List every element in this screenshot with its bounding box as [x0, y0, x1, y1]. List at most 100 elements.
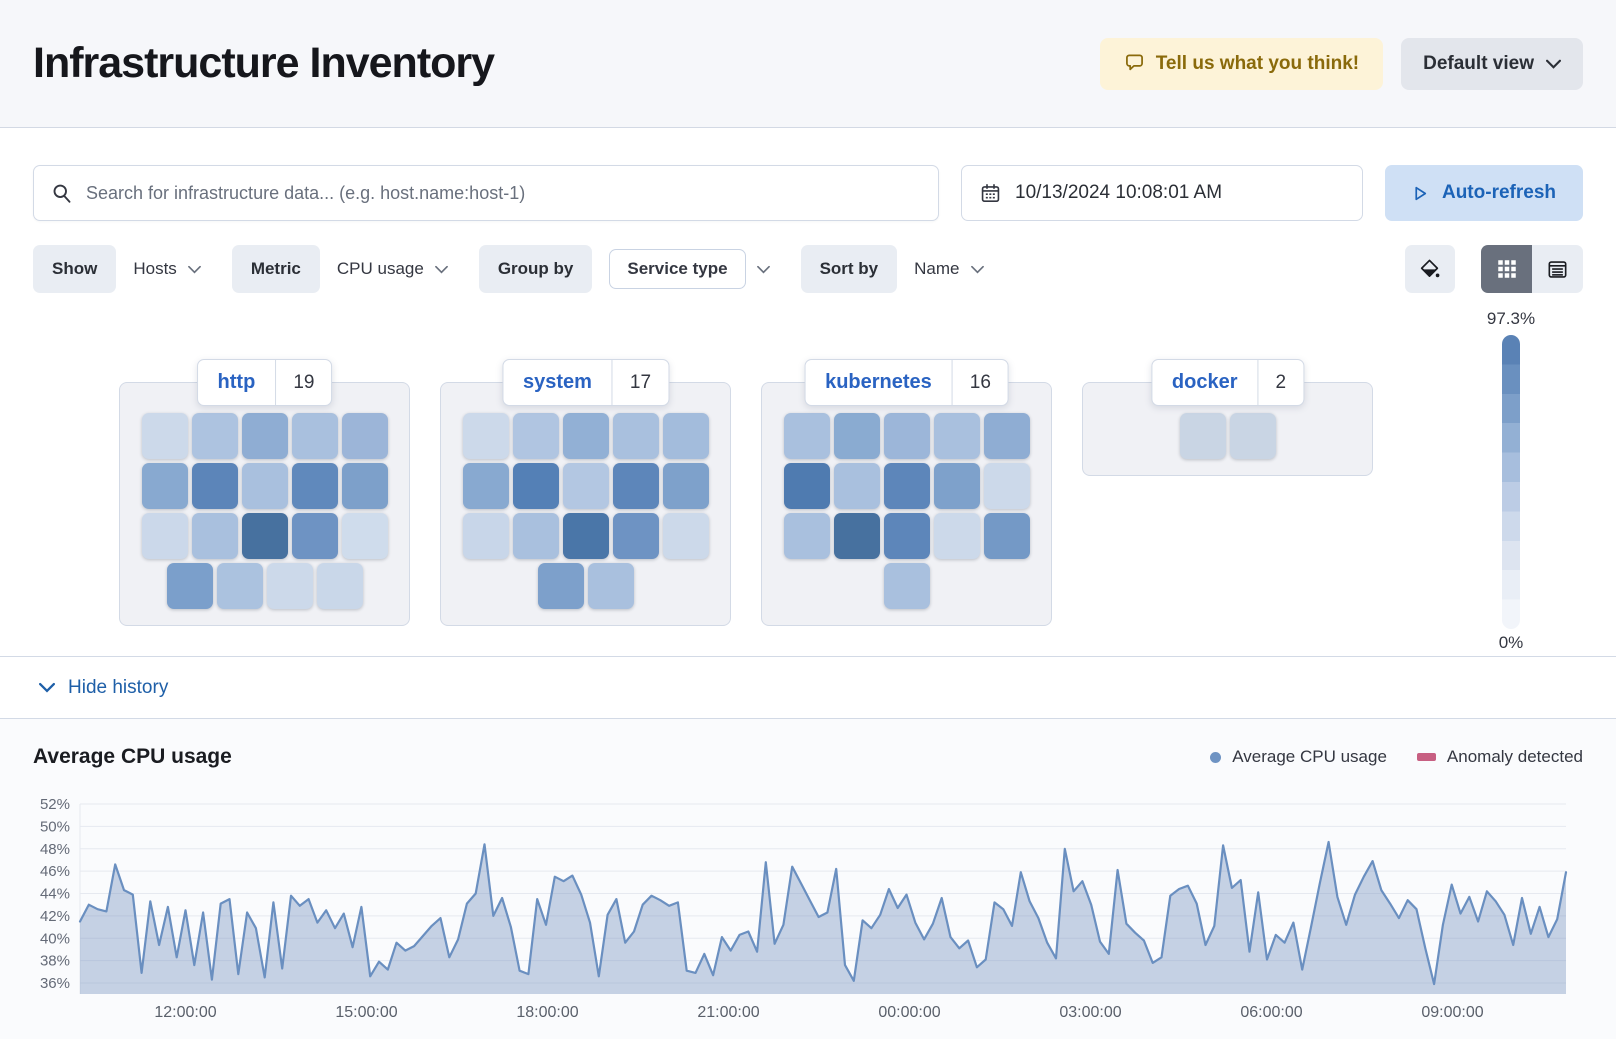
host-tile[interactable]	[833, 413, 880, 459]
host-tile[interactable]	[562, 413, 609, 459]
host-tile[interactable]	[983, 463, 1030, 509]
sort-by-control: Sort by Name	[800, 245, 1001, 293]
host-tile[interactable]	[662, 413, 709, 459]
group-name[interactable]: kubernetes	[825, 371, 932, 393]
host-tile[interactable]	[166, 563, 213, 609]
legend-min-label: 0%	[1498, 633, 1524, 652]
host-tile[interactable]	[783, 463, 830, 509]
host-tile[interactable]	[983, 413, 1030, 459]
tile-row	[441, 513, 730, 559]
host-tile[interactable]	[612, 513, 659, 559]
host-tile[interactable]	[291, 463, 338, 509]
tile-row	[441, 563, 730, 609]
group-by-select[interactable]: Service type	[592, 249, 786, 289]
host-tile[interactable]	[462, 413, 509, 459]
color-palette-button[interactable]	[1405, 245, 1455, 293]
calendar-icon	[980, 183, 1001, 204]
host-tile[interactable]	[612, 413, 659, 459]
host-tile[interactable]	[883, 513, 930, 559]
group-name[interactable]: http	[217, 371, 256, 393]
paint-fill-icon	[1419, 258, 1441, 280]
host-tile[interactable]	[191, 463, 238, 509]
host-tile[interactable]	[241, 513, 288, 559]
host-tile[interactable]	[512, 463, 559, 509]
group-name[interactable]: system	[522, 371, 592, 393]
metric-select[interactable]: CPU usage	[320, 259, 465, 279]
svg-text:03:00:00: 03:00:00	[1059, 1004, 1121, 1021]
sort-by-select[interactable]: Name	[897, 259, 1000, 279]
host-tile[interactable]	[216, 563, 263, 609]
host-tile[interactable]	[562, 463, 609, 509]
host-tile[interactable]	[141, 513, 188, 559]
host-tile[interactable]	[341, 513, 388, 559]
host-tile[interactable]	[462, 513, 509, 559]
host-tile[interactable]	[1179, 413, 1226, 459]
host-tile[interactable]	[512, 413, 559, 459]
host-tile[interactable]	[462, 463, 509, 509]
host-tile[interactable]	[191, 413, 238, 459]
host-tile[interactable]	[983, 513, 1030, 559]
auto-refresh-button[interactable]: Auto-refresh	[1385, 165, 1583, 221]
host-tile[interactable]	[662, 513, 709, 559]
host-tile[interactable]	[512, 513, 559, 559]
search-row: 10/13/2024 10:08:01 AM Auto-refresh	[33, 165, 1583, 221]
toolbar: 10/13/2024 10:08:01 AM Auto-refresh Show…	[0, 128, 1616, 301]
host-tile[interactable]	[833, 513, 880, 559]
host-tile[interactable]	[316, 563, 363, 609]
chart-header: Average CPU usage Average CPU usage Anom…	[0, 737, 1616, 777]
host-tile[interactable]	[291, 413, 338, 459]
host-tile[interactable]	[291, 513, 338, 559]
host-tile[interactable]	[141, 413, 188, 459]
host-tile[interactable]	[537, 563, 584, 609]
tile-row	[441, 463, 730, 509]
group-count: 17	[629, 371, 652, 393]
host-tile[interactable]	[933, 463, 980, 509]
chevron-down-icon	[434, 265, 448, 273]
table-view-button[interactable]	[1532, 245, 1583, 293]
page-title: Infrastructure Inventory	[33, 39, 495, 87]
host-tile[interactable]	[783, 413, 830, 459]
host-tile[interactable]	[341, 413, 388, 459]
host-tile[interactable]	[933, 413, 980, 459]
host-tile[interactable]	[933, 513, 980, 559]
host-tile[interactable]	[883, 413, 930, 459]
host-tile[interactable]	[266, 563, 313, 609]
host-tile[interactable]	[241, 463, 288, 509]
search-input[interactable]	[84, 181, 920, 205]
host-tile[interactable]	[783, 513, 830, 559]
group-badge-system[interactable]: system 17	[501, 359, 670, 406]
date-picker[interactable]: 10/13/2024 10:08:01 AM	[961, 165, 1363, 221]
hide-history-button[interactable]: Hide history	[33, 676, 174, 700]
group-by-control: Group by Service type	[478, 245, 787, 293]
host-tile[interactable]	[883, 563, 930, 609]
group-name[interactable]: docker	[1171, 371, 1238, 393]
show-select[interactable]: Hosts	[116, 259, 217, 279]
host-tile[interactable]	[191, 513, 238, 559]
legend-item-average-cpu[interactable]: Average CPU usage	[1210, 747, 1387, 767]
host-tile[interactable]	[562, 513, 609, 559]
host-tile[interactable]	[662, 463, 709, 509]
legend-item-anomaly[interactable]: Anomaly detected	[1416, 747, 1583, 767]
host-tile[interactable]	[883, 463, 930, 509]
svg-text:40%: 40%	[40, 930, 70, 947]
group-by-value-pill[interactable]: Service type	[609, 249, 746, 289]
view-selector-button[interactable]: Default view	[1401, 37, 1583, 90]
tile-row	[120, 413, 409, 459]
svg-text:46%: 46%	[40, 863, 70, 880]
host-tile[interactable]	[241, 413, 288, 459]
anomaly-swatch-icon	[1416, 753, 1436, 761]
feedback-button[interactable]: Tell us what you think!	[1099, 37, 1384, 90]
host-tile[interactable]	[587, 563, 634, 609]
grid-view-button[interactable]	[1481, 245, 1532, 293]
host-tile[interactable]	[612, 463, 659, 509]
host-tile[interactable]	[833, 463, 880, 509]
host-tile[interactable]	[1229, 413, 1276, 459]
chevron-down-icon	[970, 265, 984, 273]
host-tile[interactable]	[341, 463, 388, 509]
host-tile[interactable]	[141, 463, 188, 509]
